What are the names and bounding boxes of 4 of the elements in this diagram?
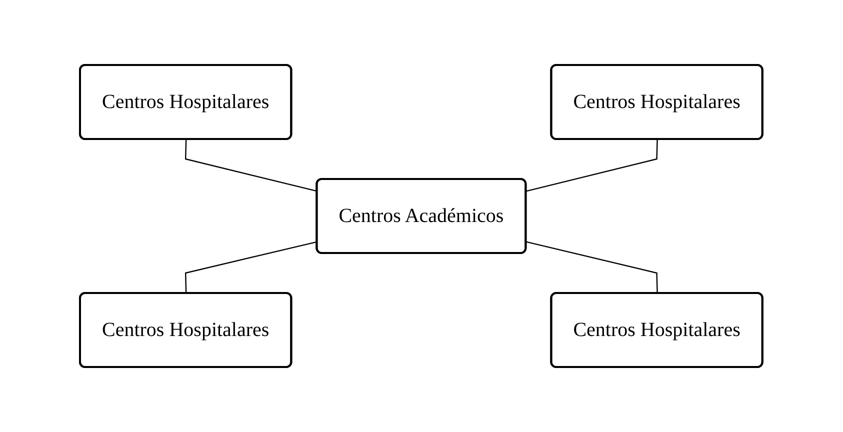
connector: [526, 241, 658, 294]
connector: [185, 241, 318, 294]
connector: [185, 139, 318, 192]
connector: [526, 139, 658, 192]
